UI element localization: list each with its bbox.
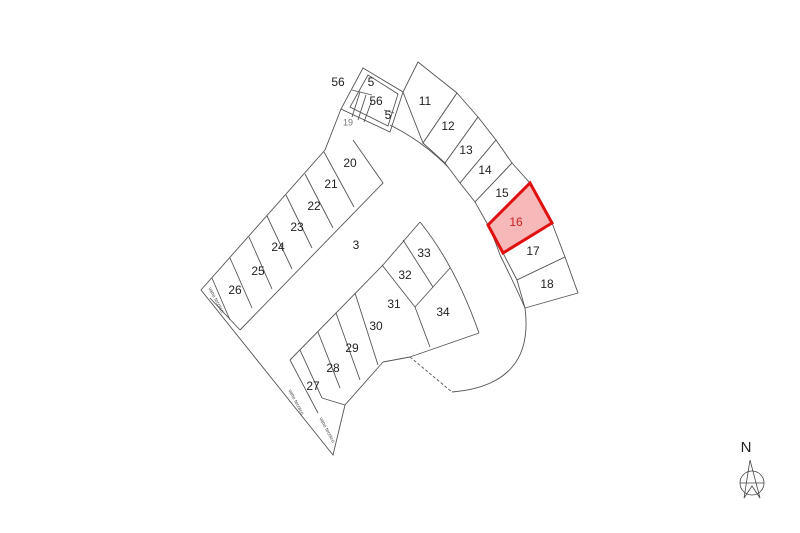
- aisle-label: 3: [353, 238, 360, 252]
- label-22: 22: [307, 199, 321, 213]
- technical-room-label: vano tecnico: [286, 388, 305, 416]
- label-14: 14: [478, 163, 492, 177]
- label-12: 12: [441, 119, 455, 133]
- label-5a: 5: [368, 75, 375, 89]
- compass-north-label: N: [741, 439, 752, 456]
- label-21: 21: [324, 177, 338, 191]
- label-15: 15: [495, 186, 509, 200]
- stall-16-selected[interactable]: [486, 180, 555, 256]
- compass: N: [739, 439, 765, 499]
- label-33: 33: [417, 246, 431, 260]
- label-32: 32: [398, 268, 412, 282]
- label-28: 28: [326, 361, 340, 375]
- label-20: 20: [343, 156, 357, 170]
- label-17: 17: [526, 244, 540, 258]
- stalls-bottom-arm: [299, 292, 379, 406]
- label-27: 27: [306, 379, 320, 393]
- label-26: 26: [228, 283, 242, 297]
- stalls-inner-block: [381, 239, 451, 348]
- label-25: 25: [251, 264, 265, 278]
- label-56b: 56: [369, 94, 383, 108]
- compass-icon: [739, 459, 765, 499]
- label-23: 23: [290, 220, 304, 234]
- label-24: 24: [271, 240, 285, 254]
- technical-room-label: vano tecnico: [317, 416, 336, 444]
- label-11: 11: [419, 94, 432, 108]
- label-56a: 56: [331, 75, 345, 89]
- label-31: 31: [387, 297, 401, 311]
- label-19: 19: [343, 117, 353, 127]
- aisle-outline: [200, 108, 527, 456]
- stalls-left-arm: [211, 151, 355, 321]
- stall-18[interactable]: [516, 256, 579, 309]
- stalls-right: [402, 61, 579, 309]
- label-30: 30: [369, 319, 383, 333]
- label-13: 13: [459, 143, 473, 157]
- label-16: 16: [509, 215, 523, 229]
- label-5b: 5: [385, 108, 392, 122]
- label-18: 18: [540, 277, 554, 291]
- stair-block: [340, 67, 404, 133]
- label-29: 29: [345, 341, 359, 355]
- label-34: 34: [436, 305, 450, 319]
